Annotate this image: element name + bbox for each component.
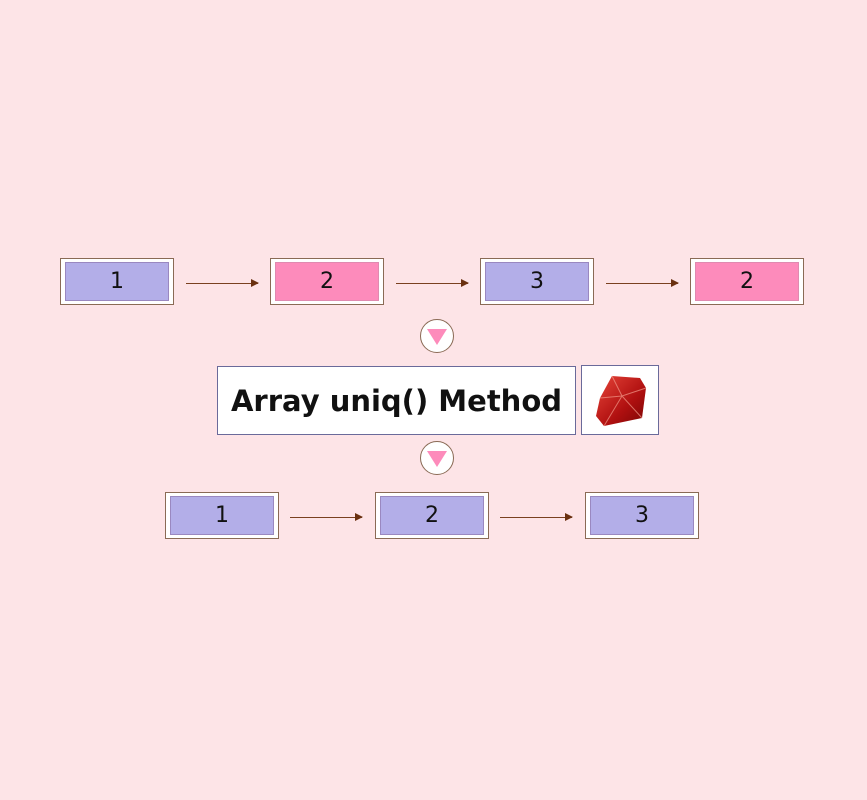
arrow <box>396 279 469 287</box>
arrow <box>606 279 679 287</box>
method-title: Array uniq() Method <box>217 366 576 435</box>
input-node-1: 1 <box>60 258 174 305</box>
ruby-logo-icon <box>581 365 659 435</box>
arrow <box>290 513 363 521</box>
node-value: 3 <box>485 262 589 301</box>
down-triangle-icon <box>420 441 454 475</box>
down-triangle-icon <box>420 319 454 353</box>
node-value: 3 <box>590 496 694 535</box>
node-value: 1 <box>65 262 169 301</box>
node-value: 1 <box>170 496 274 535</box>
input-node-3: 3 <box>480 258 594 305</box>
node-value: 2 <box>275 262 379 301</box>
arrow <box>186 279 259 287</box>
arrow <box>500 513 573 521</box>
node-value: 2 <box>695 262 799 301</box>
output-node-3: 3 <box>585 492 699 539</box>
output-node-1: 1 <box>165 492 279 539</box>
input-node-4: 2 <box>690 258 804 305</box>
output-node-2: 2 <box>375 492 489 539</box>
input-node-2: 2 <box>270 258 384 305</box>
node-value: 2 <box>380 496 484 535</box>
